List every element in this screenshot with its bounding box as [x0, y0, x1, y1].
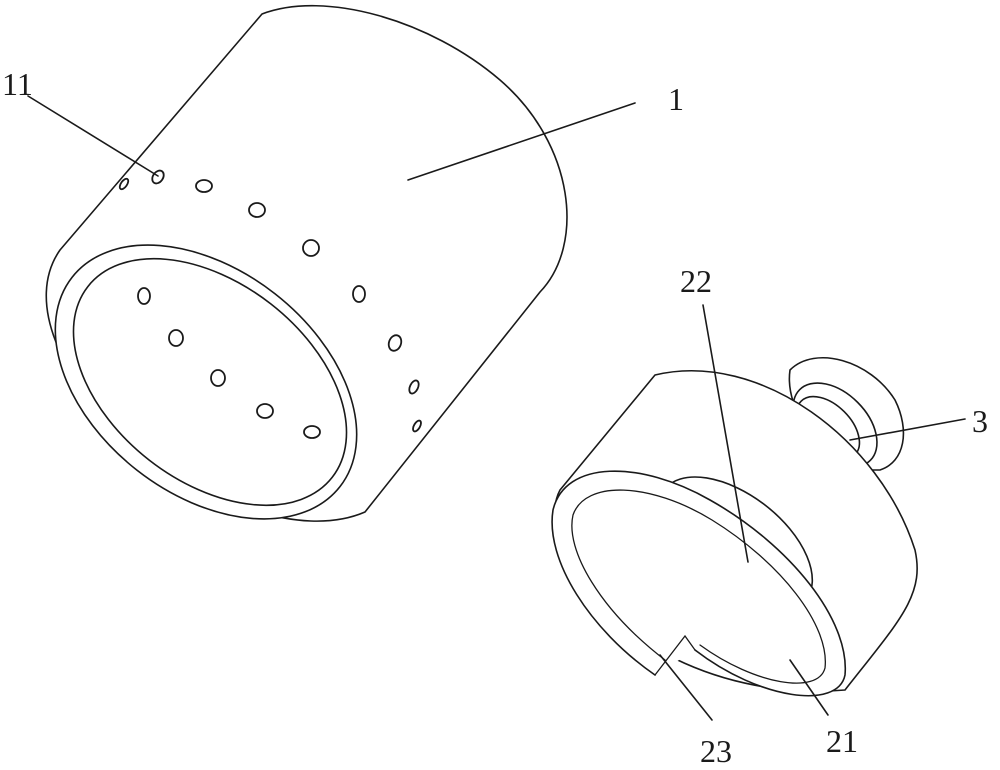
sleeve-part — [45, 4, 568, 522]
vent-hole — [168, 329, 184, 347]
cap-rim-outer — [551, 470, 846, 697]
label-11: 11 — [2, 66, 33, 102]
label-21: 21 — [826, 723, 858, 759]
cap-rim-inner — [571, 489, 826, 684]
vent-hole — [210, 369, 226, 387]
leader-lines — [27, 95, 966, 721]
vent-hole — [408, 379, 420, 395]
cap-part — [551, 370, 918, 697]
label-23: 23 — [700, 733, 732, 769]
label-3: 3 — [972, 403, 988, 439]
leader-line-1 — [407, 102, 636, 181]
vent-hole — [195, 179, 213, 193]
label-22: 22 — [680, 263, 712, 299]
vent-hole — [302, 239, 320, 257]
vent-holes — [118, 169, 422, 439]
sleeve-rim-inner — [72, 257, 348, 507]
leader-line-11 — [27, 95, 159, 177]
vent-hole — [352, 285, 366, 303]
leader-line-3 — [849, 418, 966, 441]
vent-hole — [256, 403, 274, 419]
vent-hole — [412, 419, 422, 433]
vent-hole — [137, 287, 151, 305]
reference-labels: 1 11 22 3 23 21 — [2, 66, 988, 769]
label-1: 1 — [668, 81, 684, 117]
vent-hole — [303, 425, 321, 439]
vent-hole — [118, 177, 130, 191]
leader-line-23 — [659, 654, 713, 721]
vent-hole — [248, 202, 266, 218]
vent-hole — [387, 334, 403, 352]
leader-line-22 — [702, 304, 749, 563]
leader-line-21 — [789, 659, 829, 716]
